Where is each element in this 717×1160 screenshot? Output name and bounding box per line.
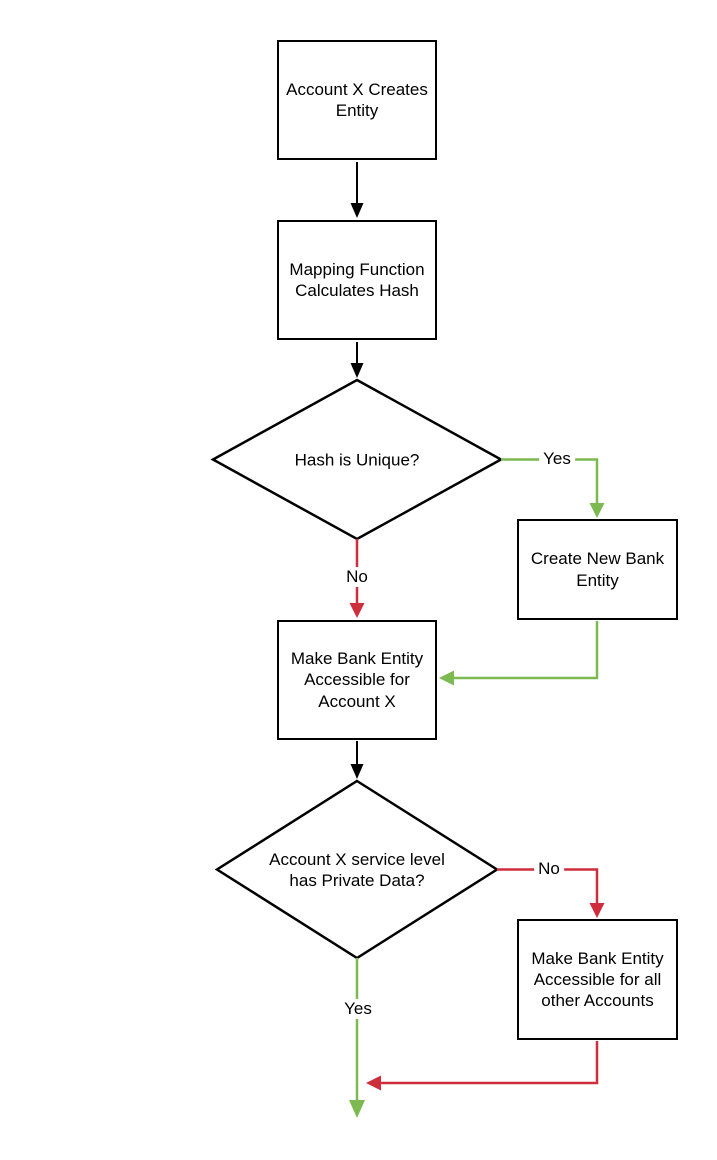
arrowhead-down-icon [589, 903, 605, 918]
arrowhead-down-icon [349, 1100, 365, 1118]
connector-private-data-yes [349, 958, 365, 1118]
process-node-accessible-for-all: Make Bank Entity Accessible for all othe… [517, 919, 678, 1040]
connector-mapping-to-hash-unique [350, 342, 364, 378]
process-node-account-x-creates-entity: Account X Creates Entity [277, 40, 437, 160]
connector-accessible-all-to-exit [366, 1041, 599, 1091]
node-label: Mapping Function Calculates Hash [289, 259, 425, 300]
process-node-accessible-for-account-x: Make Bank Entity Accessible for Account … [277, 620, 437, 740]
arrowhead-down-icon [350, 764, 364, 779]
connector-private-data-no [497, 868, 605, 918]
node-label: Make Bank Entity Accessible for all othe… [531, 948, 664, 1011]
node-label: Account X Creates Entity [286, 79, 428, 120]
arrowhead-down-icon [589, 503, 605, 518]
arrowhead-down-icon [350, 363, 364, 378]
process-node-create-new-bank-entity: Create New Bank Entity [517, 519, 678, 620]
connector-create-entity-to-mapping [350, 162, 364, 218]
arrowhead-down-icon [349, 603, 365, 618]
node-label: Create New Bank Entity [530, 549, 665, 590]
connector-create-bank-to-accessible [439, 621, 599, 686]
process-node-mapping-function-hash: Mapping Function Calculates Hash [277, 220, 437, 340]
connector-hash-unique-yes [501, 458, 605, 518]
edge-label-private-data-yes: Yes [340, 999, 376, 1019]
arrowhead-left-icon [366, 1075, 381, 1091]
arrowhead-down-icon [350, 203, 364, 218]
edge-label-hash-unique-no: No [342, 567, 372, 587]
edge-label-hash-unique-yes: Yes [539, 449, 575, 469]
connector-accessible-to-private-data [350, 741, 364, 779]
decision-label-private-data: Account X service level has Private Data… [269, 849, 445, 890]
decision-label-hash-unique: Hash is Unique? [294, 450, 420, 470]
arrowhead-left-icon [439, 670, 454, 686]
node-label: Make Bank Entity Accessible for Account … [290, 649, 424, 711]
edge-label-private-data-no: No [534, 859, 564, 879]
